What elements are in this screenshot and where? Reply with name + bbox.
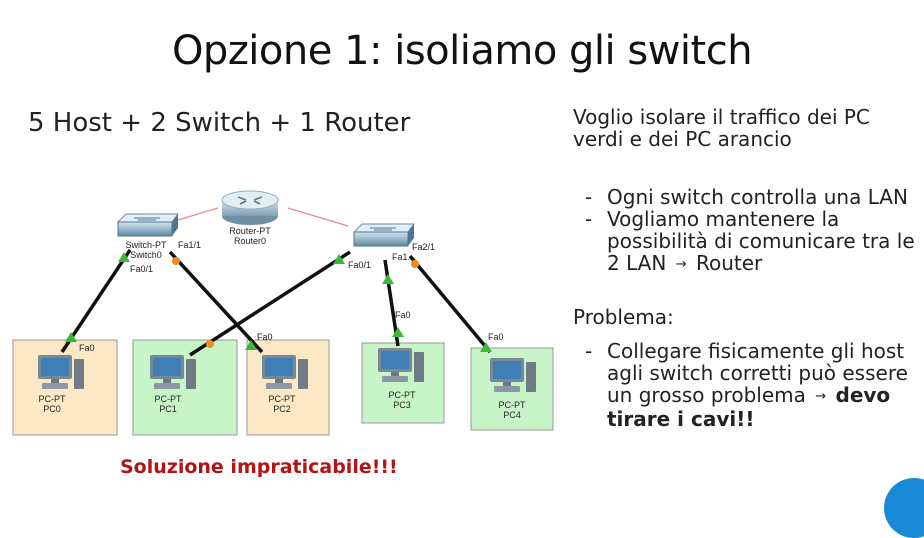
link-light-sw0-pc2 <box>172 257 180 265</box>
bullet-item: Ogni switch controlla una LAN <box>573 186 923 208</box>
pc1-name-label: PC1 <box>159 404 177 414</box>
pc4-port-label: Fa0 <box>488 332 504 342</box>
link-light-pc0 <box>65 332 77 342</box>
pc0-name-label: PC0 <box>43 404 61 414</box>
cable-sw0-pc0 <box>60 249 132 353</box>
explanation-panel: Voglio isolare il traffico dei PC verdi … <box>573 106 923 430</box>
bullet-text: Router <box>695 251 763 275</box>
pc4-name-label: PC4 <box>503 410 521 420</box>
network-diagram: Router-PT Router0 Switch-PT Switch0 Fa0/… <box>12 190 554 436</box>
link-light-sw1-pc1 <box>333 254 345 264</box>
bullet-text: Vogliamo mantenere la possibilità di com… <box>607 207 915 275</box>
cable-sw1-pc4 <box>408 254 492 354</box>
pc1-icon <box>150 355 196 389</box>
bullet-text: Ogni switch controlla una LAN <box>607 185 908 209</box>
link-light-sw0-pc0 <box>118 252 130 262</box>
switch0-port-fa01: Fa0/1 <box>130 264 153 274</box>
pc1-zone <box>132 339 238 436</box>
problem-title: Problema: <box>573 305 674 329</box>
switch1-port-fa1: Fa1.. <box>392 252 413 262</box>
switch0-name-label: Switch0 <box>130 250 162 260</box>
router-type-label: Router-PT <box>229 226 271 236</box>
router-link-left <box>177 207 219 221</box>
pc1-type-label: PC-PT <box>155 394 183 404</box>
corner-decoration <box>884 478 924 538</box>
router-name-label: Router0 <box>234 236 266 246</box>
pc2-name-label: PC2 <box>273 404 291 414</box>
warning-text: Soluzione impraticabile!!! <box>120 456 398 478</box>
pc2-port-label: Fa0 <box>257 332 273 342</box>
pc2-type-label: PC-PT <box>269 394 297 404</box>
link-light-sw1-pc4 <box>411 260 419 268</box>
problem-item: Collegare fisicamente gli host agli swit… <box>573 340 923 430</box>
switch1-port-fa01: Fa0/1 <box>348 260 371 270</box>
switch1-port-fa21: Fa2/1 <box>412 242 435 252</box>
switch1-icon <box>352 223 415 247</box>
pc3-icon <box>378 348 424 382</box>
link-light-sw1-pc3 <box>382 274 394 284</box>
arrow-icon: → <box>815 389 827 404</box>
link-light-pc2 <box>245 340 257 350</box>
pc4-icon <box>490 358 536 392</box>
pc3-port-label: Fa0 <box>395 310 411 320</box>
cable-sw1-pc1 <box>189 250 351 357</box>
pc0-type-label: PC-PT <box>39 394 67 404</box>
pc2-icon <box>262 355 308 389</box>
bullet-list: Ogni switch controlla una LAN Vogliamo m… <box>573 186 923 276</box>
pc3-type-label: PC-PT <box>389 390 417 400</box>
problem-emphasis: devo tirare i cavi!! <box>607 383 891 431</box>
slide-title: Opzione 1: isoliamo gli switch <box>171 28 753 74</box>
switch0-port-fa11: Fa1/1 <box>178 240 201 250</box>
pc4-type-label: PC-PT <box>499 400 527 410</box>
pc0-port-label: Fa0 <box>79 343 95 353</box>
bullet-item: Vogliamo mantenere la possibilità di com… <box>573 208 923 276</box>
router-icon <box>221 190 279 225</box>
arrow-icon: → <box>675 257 687 272</box>
pc3-name-label: PC3 <box>393 400 411 410</box>
pc0-icon <box>38 355 84 389</box>
switch0-type-label: Switch-PT <box>125 240 167 250</box>
problem-text: Collegare fisicamente gli host agli swit… <box>607 339 908 407</box>
switch0-icon <box>116 213 179 237</box>
link-light-pc4 <box>480 342 492 352</box>
link-light-pc3 <box>392 327 404 337</box>
problem-list: Collegare fisicamente gli host agli swit… <box>573 340 923 430</box>
router-link-right <box>287 207 349 227</box>
intro-text: Voglio isolare il traffico dei PC verdi … <box>573 105 870 151</box>
cable-sw0-pc2 <box>168 250 264 354</box>
slide-subtitle: 5 Host + 2 Switch + 1 Router <box>28 108 411 138</box>
link-light-pc1 <box>206 340 214 348</box>
